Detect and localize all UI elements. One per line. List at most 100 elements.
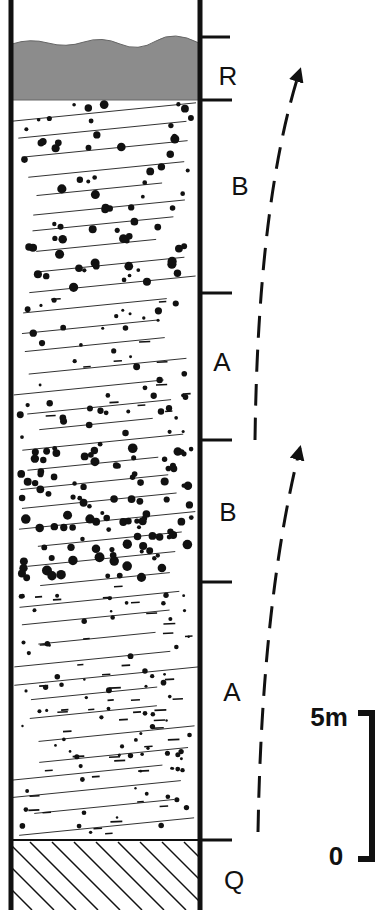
clast-dot [158,823,164,829]
bedding-line [28,162,184,178]
clast-dot [126,233,133,240]
silt-dash [93,827,102,829]
clast-dot [184,805,189,810]
clast-dot [37,118,41,122]
bedding-line [39,748,188,763]
clast-dot [120,744,124,748]
clast-dot [21,725,23,727]
clast-dot [60,418,67,425]
clast-dot [72,103,76,107]
clast-dot [37,709,41,713]
clast-dot [88,452,94,458]
clast-dot [93,131,100,138]
clast-dot [158,408,164,414]
clast-dot [174,270,181,277]
silt-dash [114,586,123,588]
clast-dot [116,816,118,818]
clast-dot [128,443,138,453]
clast-dot [154,224,161,231]
clast-dot [175,245,183,253]
clast-dot [189,515,194,520]
clast-dot [21,156,28,163]
silt-dash [102,673,110,675]
clast-dot [25,403,29,407]
clast-dot [24,807,29,812]
clast-dot [137,525,141,529]
clast-dot [158,564,167,573]
clast-dot [141,195,145,199]
clast-dot [43,448,50,455]
clast-dot [168,257,177,266]
clast-dot [180,191,185,196]
clast-dot [24,689,27,692]
clast-dot [168,617,172,621]
clast-dot [47,116,52,121]
clast-dot [129,355,132,358]
bedding-line [14,651,170,667]
bedding-line [22,493,177,508]
silt-dash [139,341,150,343]
clast-dot [39,384,42,387]
r-band [12,36,199,100]
clast-dot [62,738,66,742]
clast-dot [80,499,88,507]
silt-dash [131,699,140,701]
bedding-line [33,200,185,215]
clast-dot [139,542,147,550]
clast-dot [24,127,28,131]
clast-dot [36,485,44,493]
column-left [9,0,14,910]
clast-dot [89,225,97,233]
clast-dot [128,495,136,503]
clast-dot [156,533,163,540]
clast-dot [91,190,100,199]
clast-dot [134,533,141,540]
hatch-line [96,842,164,910]
clast-dot [145,792,149,796]
clast-dot [69,283,78,292]
clast-dot [146,168,154,176]
clast-dot [51,474,58,481]
bedding-line [27,457,158,470]
clast-dot [92,518,100,526]
clast-dot [100,100,109,109]
hatch-line [30,842,98,910]
clast-dot [100,511,104,515]
clast-dot [150,674,154,678]
clast-dot [82,268,86,272]
clast-dot [21,514,31,524]
silt-dash [28,809,39,811]
clast-dot [128,753,133,758]
clast-dot [134,738,138,742]
clast-dot [43,273,49,279]
clast-dot [110,610,112,612]
clast-dot [81,453,89,461]
clast-dot [45,709,48,712]
clast-dot [17,411,24,418]
clast-dot [99,715,103,719]
bedding-line [19,512,195,530]
clast-dot [182,594,185,597]
clast-dot [128,653,134,659]
clast-dot [73,359,77,363]
bedding-line [14,380,164,395]
unit-label: A [213,349,230,375]
clast-dot [146,547,153,554]
sediment-fill [12,36,199,910]
clast-dot [31,455,39,463]
clast-dot [54,744,57,747]
clast-dot [175,767,180,772]
silt-dash [88,708,94,710]
silt-dash [131,601,140,603]
clast-dot [25,789,29,793]
clast-dot [20,594,25,599]
scale-bar [358,710,375,862]
clast-dot [124,262,133,271]
silt-dash [185,635,193,637]
silt-dash [154,719,165,721]
clast-dot [106,393,111,398]
clast-dot [128,274,132,278]
clast-dot [131,455,136,460]
clast-dot [41,544,47,550]
clast-dot [161,601,166,606]
